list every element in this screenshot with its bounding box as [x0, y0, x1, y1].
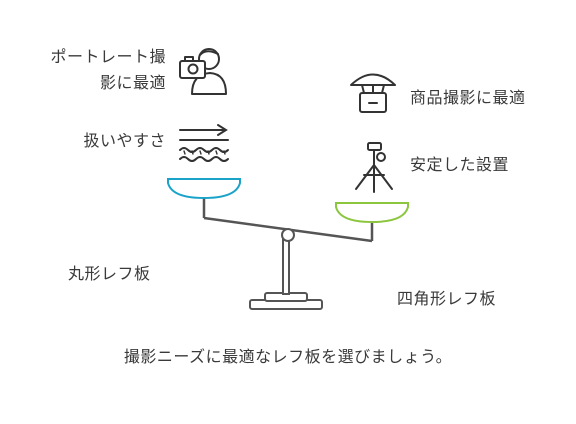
left-pan: [167, 178, 241, 200]
round-reflector-label: 丸形レフ板: [68, 264, 151, 283]
stable-setup-label: 安定した設置: [410, 155, 510, 174]
water-waves-icon: [179, 124, 229, 162]
diagram-caption: 撮影ニーズに最適なレフ板を選びましょう。: [123, 347, 453, 366]
portrait-feature-label-line1: ポートレート撮: [50, 47, 166, 66]
product-feature-label: 商品撮影に最適: [410, 88, 526, 107]
right-pan: [335, 202, 409, 224]
ease-of-use-label: 扱いやすさ: [83, 131, 166, 150]
tripod-icon: [355, 142, 393, 193]
portrait-camera-icon: [179, 48, 227, 95]
portrait-feature-label-line2: 影に最適: [99, 73, 166, 92]
product-package-icon: [350, 73, 396, 113]
scale-beam-group: [202, 197, 374, 243]
scale-pillar: [282, 237, 290, 295]
scale-stand: [249, 237, 323, 310]
square-reflector-label: 四角形レフ板: [397, 289, 497, 308]
scale-pivot: [281, 228, 295, 242]
